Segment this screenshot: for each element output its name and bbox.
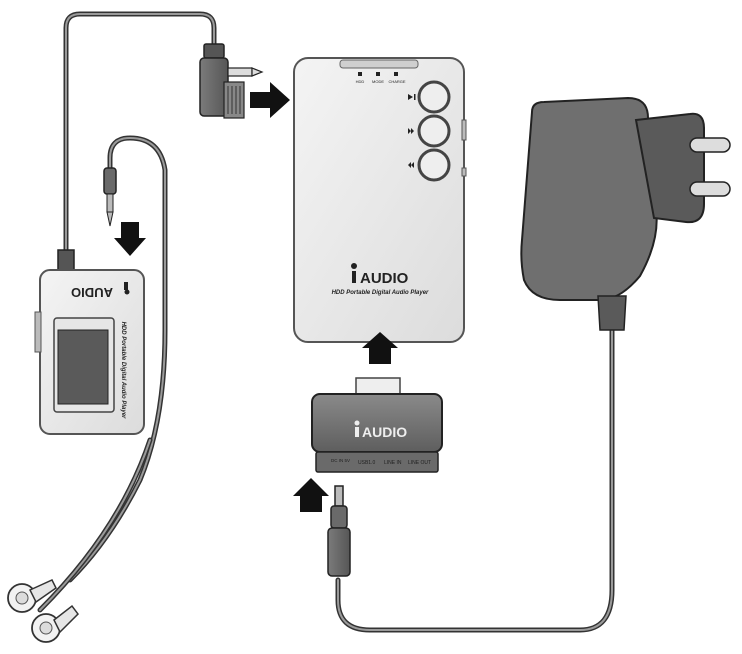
earphone-plug [103, 167, 117, 227]
cradle-brand: AUDIO [362, 424, 407, 440]
cradle-port-usb: USB1.0 [358, 460, 375, 466]
main-player-subtitle: HDD Portable Digital Audio Player [332, 290, 429, 296]
indicator-hdd: HDD [356, 79, 365, 84]
earbud-left [7, 579, 57, 613]
cradle-port-dc-in: DC IN 5V [331, 458, 350, 463]
line-out-adapter-plug [199, 43, 264, 119]
cables [37, 11, 615, 633]
remote-player-brand: AUDIO [71, 285, 113, 300]
fast-forward-icon [408, 128, 414, 134]
rewind-icon [408, 162, 414, 168]
main-player-logo [351, 263, 357, 283]
cradle-port-line-in: LINE IN [384, 460, 402, 466]
indicator-charge: CHARGE [388, 79, 405, 84]
dc-plug [327, 485, 351, 577]
remote-player-subtitle: HDD Portable Digital Audio Player [120, 322, 126, 419]
indicator-mode: MODE [372, 79, 384, 84]
rewind-button[interactable] [417, 148, 451, 182]
earphone-cable-branch [37, 437, 153, 613]
arrow-down-to-remote [114, 222, 146, 256]
arrow-to-main-player [250, 82, 290, 118]
power-cable [335, 327, 615, 633]
main-player: HDD MODE CHARGE AUDIO HDD Porta [293, 57, 467, 343]
earbud-right [31, 604, 79, 643]
cradle-port-line-out: LINE OUT [408, 460, 431, 466]
remote-player-logo [124, 282, 130, 295]
remote-player: AUDIO HDD Portable Digital Audio Player [34, 249, 145, 435]
play-pause-button[interactable] [417, 80, 451, 114]
fast-forward-button[interactable] [417, 114, 451, 148]
power-adapter [520, 96, 731, 331]
arrow-power-to-cradle [293, 478, 329, 512]
cradle-logo [354, 420, 360, 437]
remote-cable [63, 11, 217, 255]
arrow-cradle-to-player [362, 332, 398, 364]
main-player-brand: AUDIO [360, 270, 409, 287]
cradle: AUDIO DC IN 5V USB1.0 LINE IN LINE OUT [311, 377, 443, 473]
earbuds [7, 579, 79, 643]
play-pause-icon [408, 94, 416, 100]
